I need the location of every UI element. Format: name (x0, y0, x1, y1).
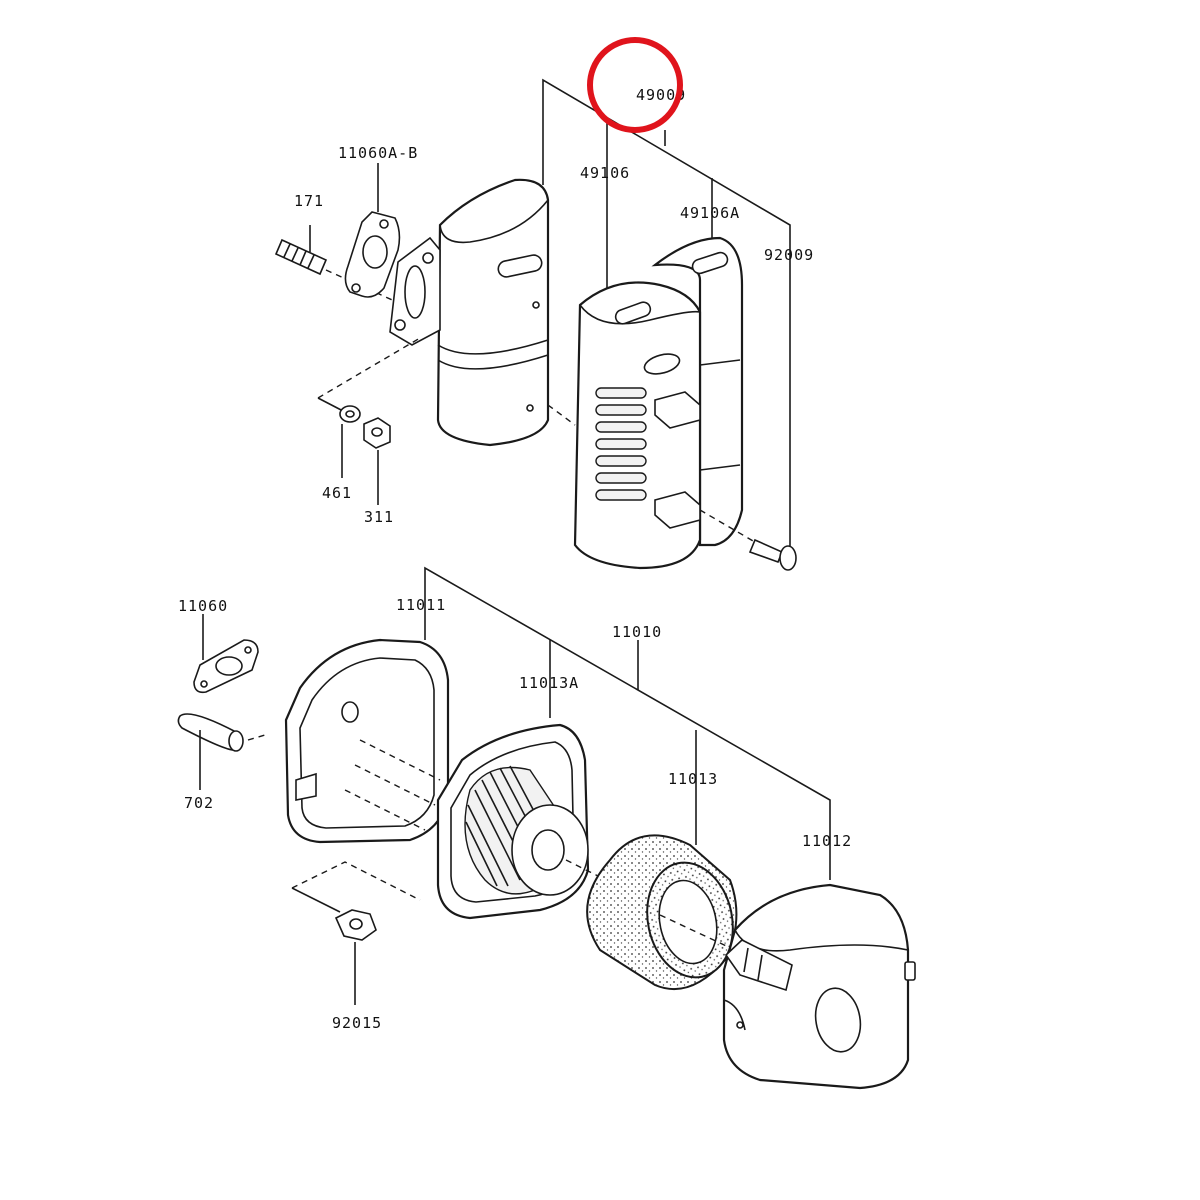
label-461: 461 (322, 484, 352, 502)
label-49106A: 49106A (680, 204, 740, 222)
label-92009: 92009 (764, 246, 814, 264)
paper-element-11013A (436, 723, 599, 920)
label-11060: 11060 (178, 597, 228, 615)
label-92015: 92015 (332, 1014, 382, 1032)
screw-92009 (699, 509, 797, 571)
foam-element-11013 (586, 834, 738, 991)
label-11013: 11013 (668, 770, 718, 788)
part-labels: 49009 11060A-B 49106 171 49106A 92009 46… (178, 86, 852, 1032)
label-49009: 49009 (636, 86, 686, 104)
label-11010: 11010 (612, 623, 662, 641)
label-311: 311 (364, 508, 394, 526)
heat-shield-49106A (651, 236, 744, 547)
louver-slots (595, 387, 647, 501)
label-702: 702 (184, 794, 214, 812)
gasket-11060A-B (344, 163, 401, 298)
label-11011: 11011 (396, 596, 446, 614)
muffler-assembly (274, 78, 797, 571)
label-11013A: 11013A (519, 674, 579, 692)
label-11060A-B: 11060A-B (338, 144, 418, 162)
label-49106: 49106 (580, 164, 630, 182)
leader-11010-bracket (424, 566, 831, 880)
muffler-body (389, 178, 576, 447)
breather-hose-702 (177, 713, 266, 790)
leader-49009-bracket (542, 78, 791, 548)
washer-461 (317, 337, 421, 478)
flange-nut-92015 (291, 861, 421, 1005)
label-11012: 11012 (802, 832, 852, 850)
heat-shield-49106 (573, 281, 702, 570)
label-171: 171 (294, 192, 324, 210)
highlight-circle (587, 37, 683, 133)
gasket-11060 (193, 614, 259, 694)
air-cleaner-assembly (177, 566, 916, 1090)
nut-311 (363, 417, 391, 505)
air-cleaner-cover-11012 (722, 883, 916, 1090)
air-cleaner-base-11011 (284, 638, 450, 844)
